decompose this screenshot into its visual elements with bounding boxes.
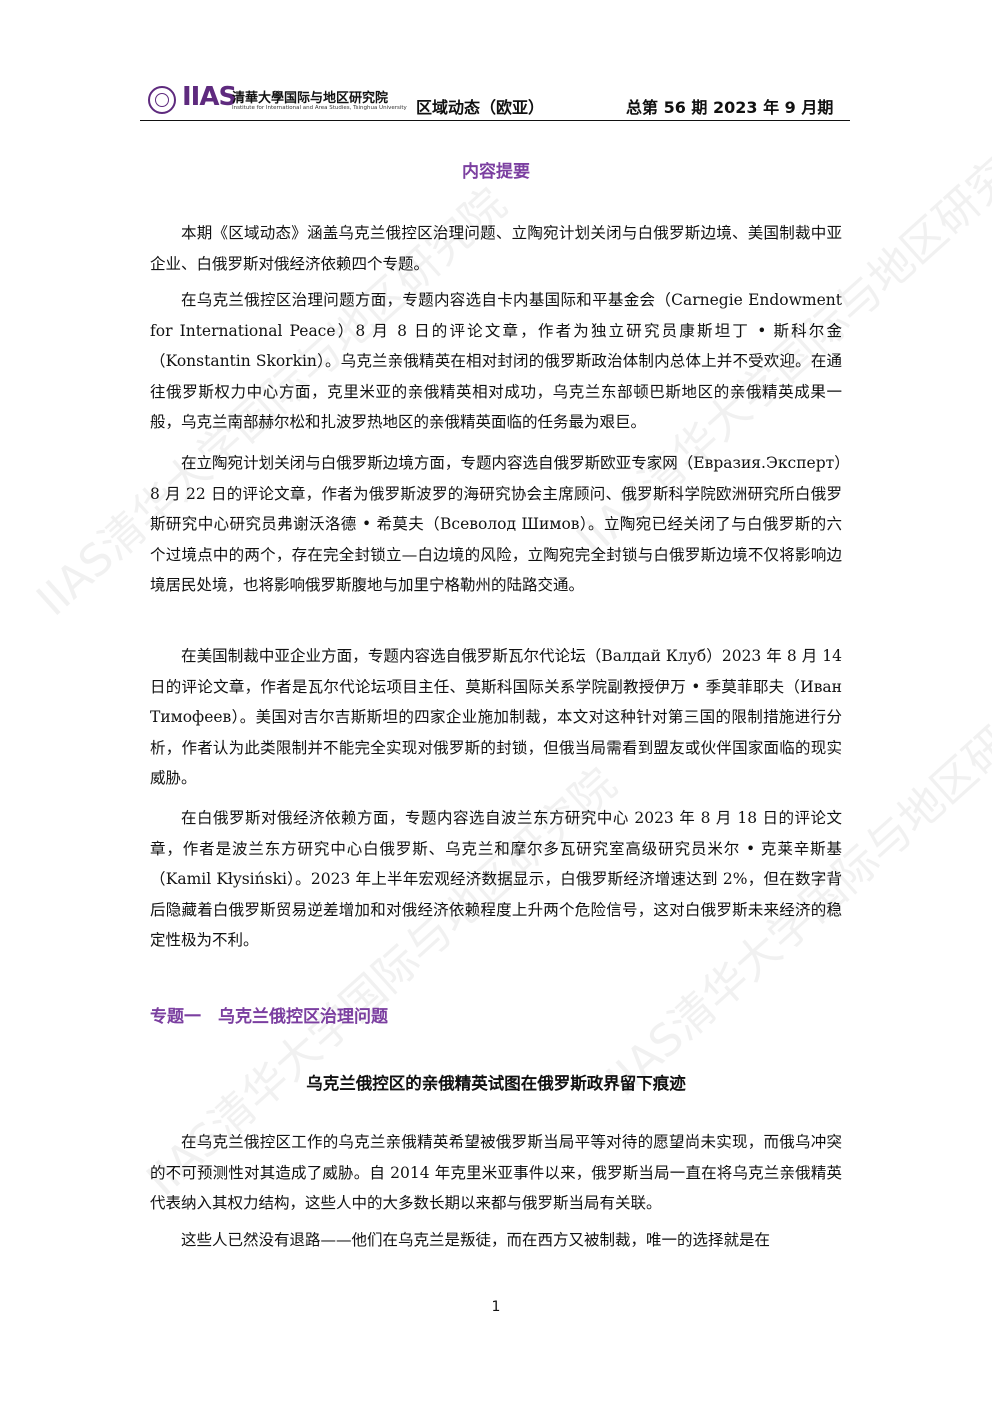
iias-logo: IIAS [182, 82, 237, 112]
article-title: 乌克兰俄控区的亲俄精英试图在俄罗斯政界留下痕迹 [306, 1074, 686, 1093]
summary-title: 内容提要 [462, 162, 530, 182]
summary-paragraph-3: 在立陶宛计划关闭与白俄罗斯边境方面，专题内容选自俄罗斯欧亚专家网（Евразия… [150, 454, 842, 595]
institute-name-en: Institute for International and Area Stu… [232, 105, 407, 111]
page-header: IIAS 清華大學国际与地区研究院 Institute for Internat… [140, 82, 850, 121]
article-paragraph-1: 在乌克兰俄控区工作的乌克兰亲俄精英希望被俄罗斯当局平等对待的愿望尚未实现，而俄乌… [150, 1133, 842, 1213]
section-heading: 专题一 乌克兰俄控区治理问题 [150, 1007, 388, 1027]
page-number: 1 [491, 1299, 501, 1315]
article-paragraph-2: 这些人已然没有退路——他们在乌克兰是叛徒，而在西方又被制裁，唯一的选择就是在 [181, 1231, 771, 1249]
publication-title: 区域动态（欧亚） [416, 98, 545, 117]
issue-number: 总第 56 期 2023 年 9 月期 [626, 98, 834, 117]
summary-paragraph-4: 在美国制裁中亚企业方面，专题内容选自俄罗斯瓦尔代论坛（Валдай Клуб）2… [150, 647, 842, 788]
university-seal-icon [148, 86, 176, 114]
summary-paragraph-1: 本期《区域动态》涵盖乌克兰俄控区治理问题、立陶宛计划关闭与白俄罗斯边境、美国制裁… [150, 224, 842, 273]
institute-name-cn: 清華大學国际与地区研究院 [232, 91, 389, 106]
summary-paragraph-2: 在乌克兰俄控区治理问题方面，专题内容选自卡内基国际和平基金会（Carnegie … [150, 291, 842, 432]
summary-paragraph-5: 在白俄罗斯对俄经济依赖方面，专题内容选自波兰东方研究中心 2023 年 8 月 … [150, 809, 842, 950]
